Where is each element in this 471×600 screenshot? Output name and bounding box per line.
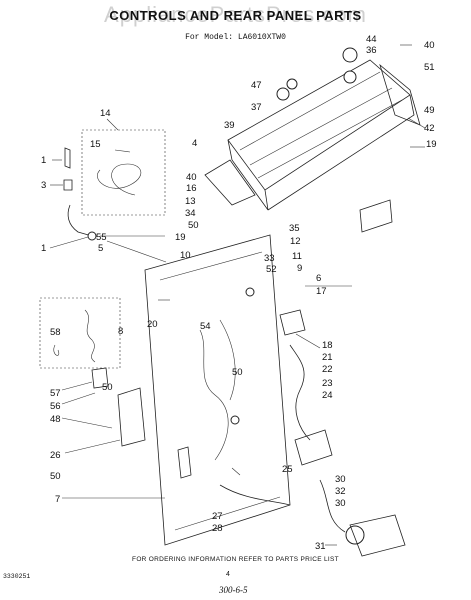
callout: 50 xyxy=(50,471,61,482)
callout: 12 xyxy=(290,236,301,247)
inlet-parts xyxy=(63,147,146,447)
callout: 49 xyxy=(424,105,435,116)
handwritten-note: 300-6-5 xyxy=(219,585,248,595)
callout: 32 xyxy=(335,486,346,497)
callout: 24 xyxy=(322,390,333,401)
control-console xyxy=(204,47,421,233)
callout: 50 xyxy=(188,220,199,231)
document-code: 3330251 xyxy=(3,573,31,580)
callout: 8 xyxy=(118,326,123,337)
callout: 50 xyxy=(102,382,113,393)
callout: 26 xyxy=(50,450,61,461)
callout: 25 xyxy=(282,464,293,475)
callout: 44 xyxy=(366,34,377,45)
callout: 28 xyxy=(212,523,223,534)
callout: 13 xyxy=(185,196,196,207)
callout: 36 xyxy=(366,45,377,56)
callout: 3 xyxy=(41,180,46,191)
rear-panel xyxy=(144,234,291,546)
drain-hose-kit xyxy=(39,297,121,369)
callout: 34 xyxy=(185,208,196,219)
model-number: For Model: LA6010XTW0 xyxy=(185,33,286,42)
callout: 20 xyxy=(147,319,158,330)
callout: 40 xyxy=(186,172,197,183)
page-number: 4 xyxy=(226,571,230,578)
watermark: AppliancePartsPros.com xyxy=(104,2,367,27)
callout: 27 xyxy=(212,511,223,522)
power-cord-kit xyxy=(81,129,166,216)
ordering-note: FOR ORDERING INFORMATION REFER TO PARTS … xyxy=(132,556,339,563)
callout: 37 xyxy=(251,102,262,113)
callout: 15 xyxy=(90,139,101,150)
callout: 4 xyxy=(192,138,197,149)
callout: 55 xyxy=(96,232,107,243)
callout: 48 xyxy=(50,414,61,425)
diagram-title: CONTROLS AND REAR PANEL PARTS xyxy=(109,8,362,23)
callout: 7 xyxy=(55,494,60,505)
callout: 1 xyxy=(41,155,46,166)
callout: 56 xyxy=(50,401,61,412)
callout: 31 xyxy=(315,541,326,552)
callout: 1 xyxy=(41,243,46,254)
callout: 9 xyxy=(297,263,302,274)
callout: 16 xyxy=(186,183,197,194)
callout: 30 xyxy=(335,498,346,509)
callout: 51 xyxy=(424,62,435,73)
callout: 54 xyxy=(200,321,211,332)
callout: 5 xyxy=(98,243,103,254)
callout: 35 xyxy=(289,223,300,234)
callout-labels: 1 1 3 14 15 1 55 5 19 10 58 8 20 57 56 4… xyxy=(41,34,437,552)
callout: 52 xyxy=(266,264,277,275)
callout: 19 xyxy=(175,232,186,243)
callout: 17 xyxy=(316,286,327,297)
callout: 22 xyxy=(322,364,333,375)
callout: 33 xyxy=(264,253,275,264)
callout: 18 xyxy=(322,340,333,351)
water-valve-assembly xyxy=(219,309,406,557)
callout: 40 xyxy=(424,40,435,51)
leader-lines xyxy=(49,44,426,546)
callout: 50 xyxy=(232,367,243,378)
callout: 10 xyxy=(180,250,191,261)
callout: 19 xyxy=(426,139,437,150)
callout: 6 xyxy=(316,273,321,284)
callout: 23 xyxy=(322,378,333,389)
callout: 57 xyxy=(50,388,61,399)
callout: 58 xyxy=(50,327,61,338)
callout: 30 xyxy=(335,474,346,485)
callout: 11 xyxy=(292,251,302,262)
callout: 47 xyxy=(251,80,262,91)
callout: 14 xyxy=(100,108,111,119)
callout: 21 xyxy=(322,352,333,363)
callout: 39 xyxy=(224,120,235,131)
callout: 42 xyxy=(424,123,435,134)
